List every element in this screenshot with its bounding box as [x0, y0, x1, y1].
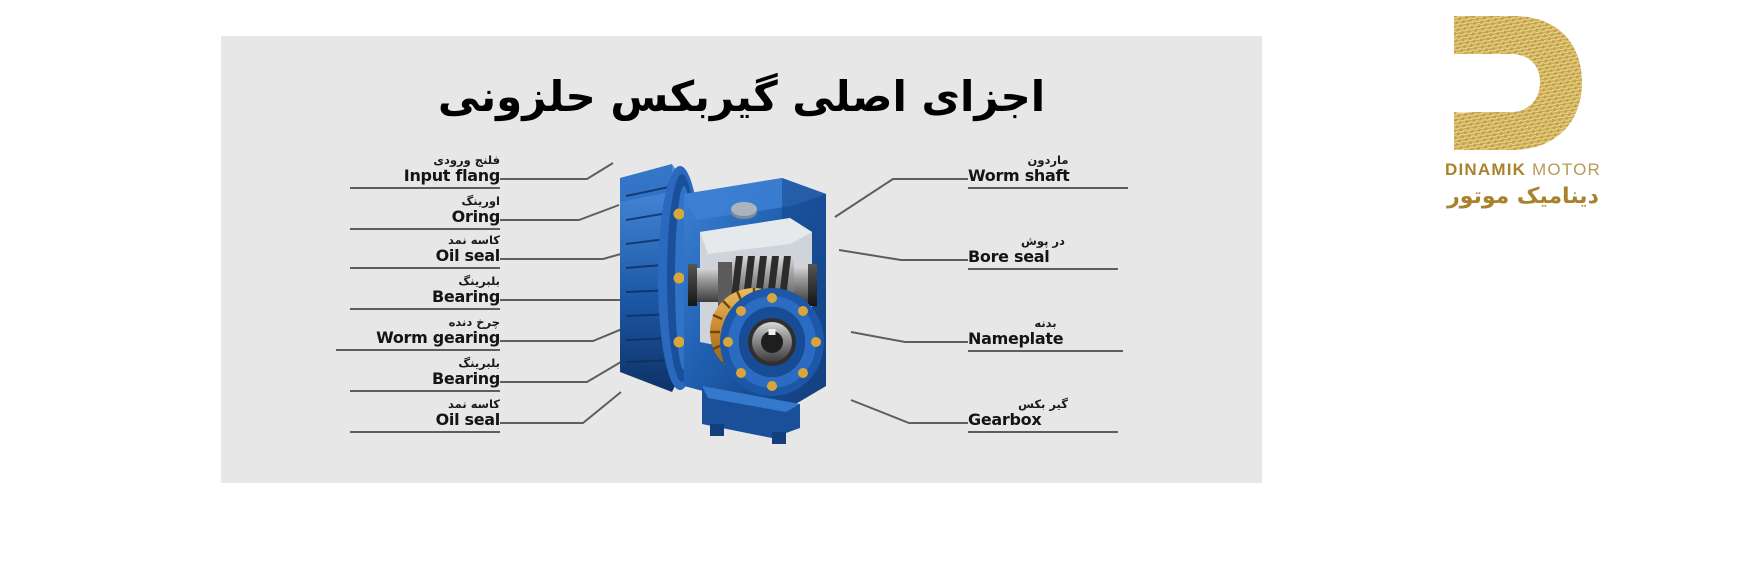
brand-logo: DINAMIK MOTOR دینامیک موتور [1408, 8, 1638, 240]
callout-nameplate: بدنه Nameplate [968, 316, 1123, 352]
callout-rule [350, 186, 500, 189]
dinamik-motor-d-mark-icon [1454, 16, 1582, 150]
callout-label-en: Oil seal [435, 246, 501, 266]
callout-label-en: Nameplate [968, 329, 1064, 349]
worm-gearbox-illustration [620, 164, 826, 444]
callout-rule [350, 389, 500, 392]
callout-label-fa: گیر بکس [1018, 397, 1068, 411]
callout-input-flang: فلنج ورودی Input flang [350, 153, 500, 189]
callout-label-fa: ماردون [1027, 153, 1069, 167]
logo-name-bold: DINAMIK [1444, 160, 1527, 179]
callout-label-fa: کاسه نمد [448, 397, 500, 411]
callout-bearing-bottom: بلبرینگ Bearing [350, 356, 500, 392]
callout-rule [968, 186, 1128, 189]
callout-oring: اورینگ Oring [350, 194, 500, 230]
logo-wordmark-en: DINAMIK MOTOR [1408, 160, 1638, 180]
callout-label-en: Worm gearing [376, 328, 500, 348]
callout-rule [350, 307, 500, 310]
callout-label-en: Bearing [432, 369, 500, 389]
callout-label-en: Oring [451, 207, 501, 227]
callout-label-en: Oil seal [435, 410, 501, 430]
callout-label-en: Bore seal [968, 247, 1050, 267]
callout-label-fa: در پوش [1021, 234, 1065, 248]
callout-worm-gearing: چرخ دنده Worm gearing [336, 315, 500, 351]
logo-name-light: MOTOR [1532, 160, 1602, 179]
callout-rule [336, 348, 500, 351]
callout-label-fa: بلبرینگ [458, 356, 500, 370]
callout-label-en: Worm shaft [968, 166, 1070, 186]
callout-oil-seal-bottom: کاسه نمد Oil seal [350, 397, 500, 433]
callout-rule [350, 266, 500, 269]
callout-label-en: Input flang [403, 166, 501, 186]
callout-label-en: Bearing [432, 287, 500, 307]
callout-rule [350, 227, 500, 230]
callout-rule [968, 267, 1118, 270]
callout-gearbox: گیر بکس Gearbox [968, 397, 1118, 433]
callout-label-en: Gearbox [968, 410, 1042, 430]
logo-wordmark-fa: دینامیک موتور [1447, 184, 1599, 209]
callout-worm-shaft: ماردون Worm shaft [968, 153, 1128, 189]
callout-rule [968, 349, 1123, 352]
infographic-panel: اجزای اصلی گیربکس حلزونی [221, 36, 1262, 483]
page-title: اجزای اصلی گیربکس حلزونی [437, 72, 1046, 121]
callout-label-fa: چرخ دنده [448, 315, 500, 329]
callout-label-fa: فلنج ورودی [433, 153, 500, 167]
callout-label-fa: بدنه [1034, 316, 1057, 330]
callout-label-fa: بلبرینگ [458, 274, 500, 288]
callout-bore-seal: در پوش Bore seal [968, 234, 1118, 270]
callout-label-fa: کاسه نمد [448, 233, 500, 247]
callout-oil-seal-top: کاسه نمد Oil seal [350, 233, 500, 269]
callout-rule [968, 430, 1118, 433]
callout-label-fa: اورینگ [461, 194, 501, 208]
callout-rule [350, 430, 500, 433]
callout-bearing-top: بلبرینگ Bearing [350, 274, 500, 310]
